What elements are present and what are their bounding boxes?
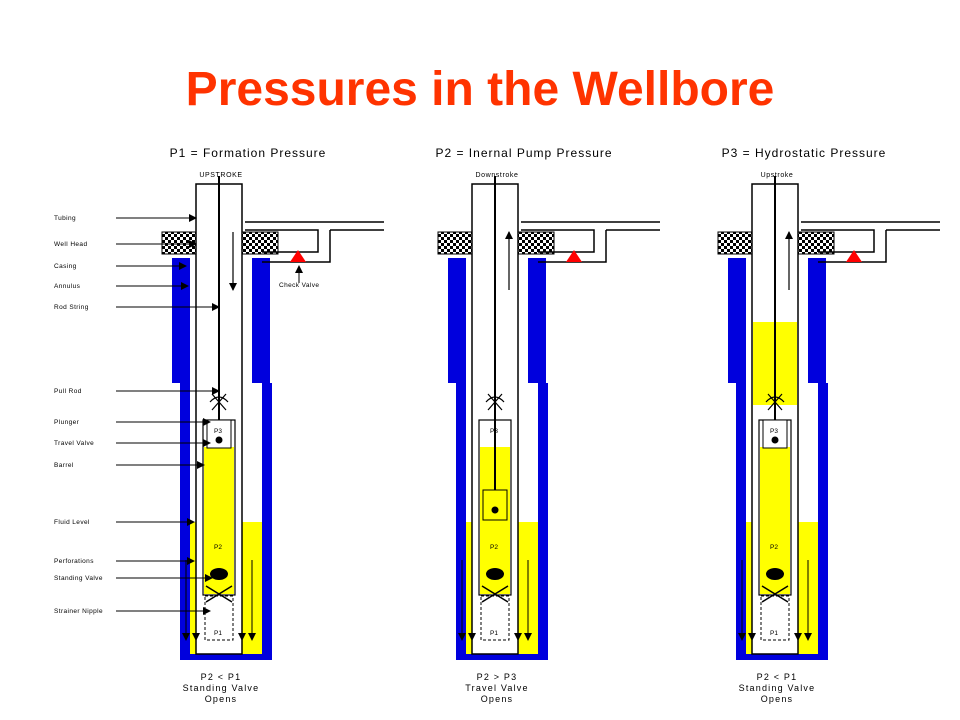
p1-label: P1 bbox=[214, 630, 222, 637]
component-label: Fluid Level bbox=[54, 519, 90, 526]
standing-valve-ball bbox=[766, 568, 784, 580]
p2-label: P2 bbox=[770, 544, 778, 551]
component-label: Standing Valve bbox=[54, 575, 103, 582]
travel-valve-ball bbox=[491, 506, 499, 514]
p2-label: P2 bbox=[490, 544, 498, 551]
standing-valve-cage bbox=[481, 585, 509, 603]
caption-line1: P2 < P1 bbox=[757, 672, 798, 682]
component-label: Rod String bbox=[54, 304, 89, 311]
casing-lower-right bbox=[818, 383, 828, 660]
stroke-label: Downstroke bbox=[476, 172, 519, 179]
p1-label: P1 bbox=[770, 630, 778, 637]
p3-label: P3 bbox=[770, 428, 778, 435]
component-label: Tubing bbox=[54, 215, 76, 222]
flow-line bbox=[801, 221, 940, 263]
wellhead-right bbox=[515, 231, 555, 255]
wellhead-left bbox=[437, 231, 475, 255]
p3-label: P3 bbox=[214, 428, 222, 435]
pull-rod bbox=[209, 393, 229, 411]
check-valve-label: Check Valve bbox=[279, 282, 319, 289]
wellhead-right bbox=[795, 231, 835, 255]
panel-heading: P3 = Hydrostatic Pressure bbox=[722, 146, 887, 160]
component-label: Strainer Nipple bbox=[54, 608, 103, 615]
casing-bottom bbox=[180, 654, 272, 660]
check-valve-icon bbox=[566, 250, 582, 262]
casing-lower-left bbox=[456, 383, 466, 660]
casing-upper-right bbox=[528, 258, 546, 383]
casing-bottom bbox=[456, 654, 548, 660]
component-label: Travel Valve bbox=[54, 440, 94, 447]
panel-heading: P1 = Formation Pressure bbox=[170, 146, 327, 160]
plunger bbox=[482, 489, 508, 521]
component-label: Perforations bbox=[54, 558, 94, 565]
pull-rod bbox=[765, 393, 785, 411]
caption-line3: Opens bbox=[481, 694, 514, 704]
flow-line bbox=[521, 221, 660, 263]
caption-line1: P2 < P1 bbox=[201, 672, 242, 682]
component-label: Barrel bbox=[54, 462, 74, 469]
component-label: Well Head bbox=[54, 241, 87, 248]
p2-label: P2 bbox=[214, 544, 222, 551]
casing-upper-left bbox=[448, 258, 466, 383]
casing-bottom bbox=[736, 654, 828, 660]
casing-lower-right bbox=[538, 383, 548, 660]
component-label: Casing bbox=[54, 263, 77, 270]
standing-valve-ball bbox=[210, 568, 228, 580]
component-label: Pull Rod bbox=[54, 388, 82, 395]
wellhead-left bbox=[161, 231, 199, 255]
strainer-nipple bbox=[204, 595, 234, 641]
casing-upper-right bbox=[808, 258, 826, 383]
standing-valve-cage bbox=[205, 585, 233, 603]
panels-root: P1 = Formation PressureUPSTROKEP3P2P1P2 … bbox=[161, 146, 940, 704]
stroke-label: Upstroke bbox=[761, 172, 794, 179]
wellhead-left bbox=[717, 231, 755, 255]
standing-valve-ball bbox=[486, 568, 504, 580]
p1-label: P1 bbox=[490, 630, 498, 637]
panel-heading: P2 = Inernal Pump Pressure bbox=[435, 146, 612, 160]
check-valve-icon bbox=[846, 250, 862, 262]
casing-lower-left bbox=[736, 383, 746, 660]
casing-upper-left bbox=[172, 258, 190, 383]
strainer-nipple bbox=[480, 595, 510, 641]
flow-line bbox=[245, 221, 384, 263]
pull-rod bbox=[485, 393, 505, 411]
wellhead-right bbox=[239, 231, 279, 255]
caption-line3: Opens bbox=[761, 694, 794, 704]
panel-2: P2 = Inernal Pump PressureDownstrokeP3P2… bbox=[435, 146, 660, 704]
p3-label: P3 bbox=[490, 428, 498, 435]
caption-line2: Standing Valve bbox=[183, 683, 260, 693]
caption-line3: Opens bbox=[205, 694, 238, 704]
casing-upper-left bbox=[728, 258, 746, 383]
casing-lower-right bbox=[262, 383, 272, 660]
check-valve-icon bbox=[290, 250, 306, 262]
stroke-label: UPSTROKE bbox=[199, 172, 242, 179]
caption-line2: Standing Valve bbox=[739, 683, 816, 693]
travel-valve-ball bbox=[771, 436, 779, 444]
component-label: Annulus bbox=[54, 283, 81, 290]
casing-upper-right bbox=[252, 258, 270, 383]
page-title: Pressures in the Wellbore bbox=[185, 63, 775, 116]
caption-line1: P2 > P3 bbox=[477, 672, 518, 682]
component-label: Plunger bbox=[54, 419, 80, 426]
caption-line2: Travel Valve bbox=[465, 683, 528, 693]
panel-3: P3 = Hydrostatic PressureUpstrokeP3P2P1P… bbox=[717, 146, 940, 704]
travel-valve-ball bbox=[215, 436, 223, 444]
standing-valve-cage bbox=[761, 585, 789, 603]
strainer-nipple bbox=[760, 595, 790, 641]
